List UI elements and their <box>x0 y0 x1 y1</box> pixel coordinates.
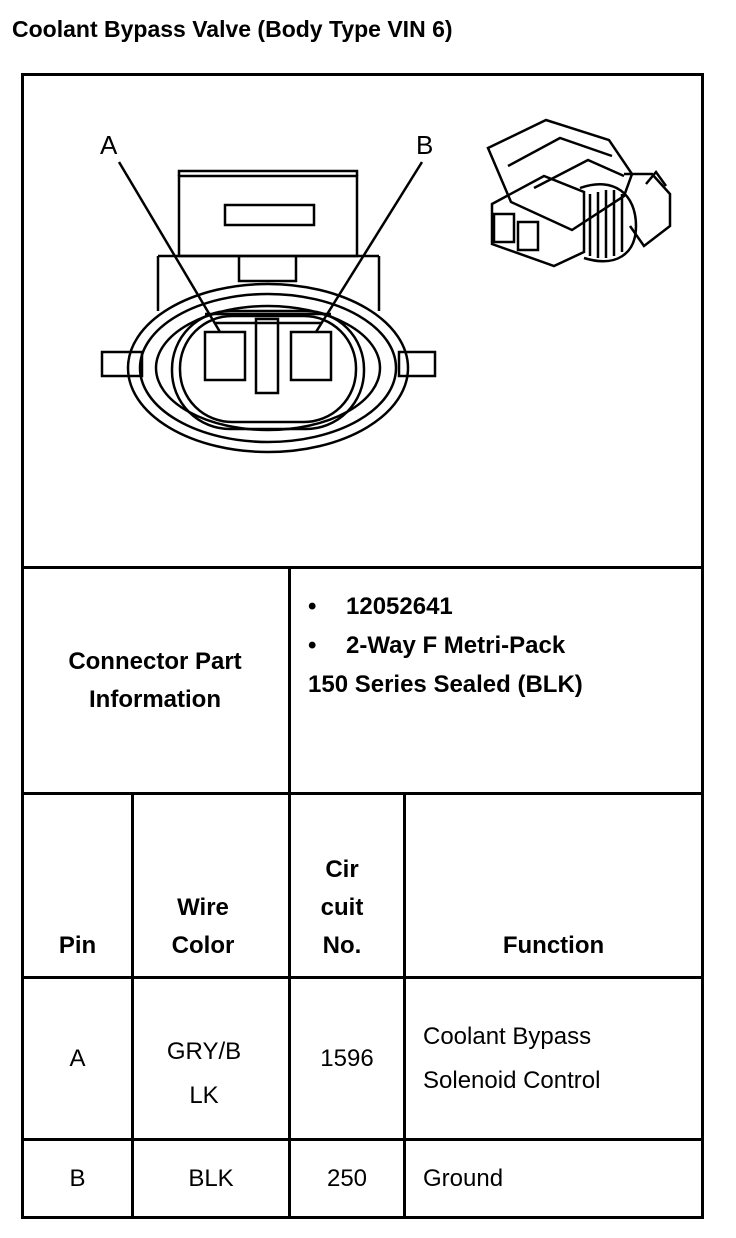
table-row-b-circuit: 250 <box>326 1164 368 1192</box>
divider <box>288 792 291 1219</box>
header-function: Function <box>502 932 605 959</box>
table-row-b-wire-color: BLK <box>188 1164 234 1192</box>
leader-line-b <box>314 161 424 333</box>
divider <box>403 792 406 1219</box>
divider <box>21 792 704 795</box>
divider <box>21 976 704 979</box>
divider <box>21 1216 704 1219</box>
connector-diagram: A B <box>100 118 672 454</box>
connector-heading: Connector Part Information <box>68 647 242 713</box>
divider <box>21 566 704 569</box>
divider <box>21 1138 704 1141</box>
center-key <box>254 317 280 395</box>
terminal-a <box>203 330 247 382</box>
mounting-tab-right <box>397 350 437 378</box>
pin-label-a: A <box>100 130 118 160</box>
table-row-a-pin: A <box>69 1044 86 1072</box>
part-number-item: • 12052641 <box>308 587 583 626</box>
divider <box>131 792 134 1219</box>
connector-type-item: • 2-Way F Metri-Pack <box>308 626 583 665</box>
pin-label-b: B <box>416 130 433 160</box>
mounting-tab-left <box>100 350 144 378</box>
connector-part-info: • 12052641 • 2-Way F Metri-Pack 150 Seri… <box>308 587 583 704</box>
header-circuit-no: Cir cuit No. <box>320 855 364 959</box>
connector-series: 150 Series Sealed (BLK) <box>308 671 583 698</box>
latch-window <box>223 203 316 227</box>
table-row-b-pin: B <box>69 1164 86 1192</box>
page-title: Coolant Bypass Valve (Body Type VIN 6) <box>12 16 453 42</box>
outer-shell <box>126 282 410 454</box>
connector-type: 2-Way F Metri-Pack <box>346 632 566 659</box>
table-row-a-function: Coolant Bypass Solenoid Control <box>423 1023 601 1094</box>
terminal-b <box>289 330 333 382</box>
bullet-icon: • <box>308 632 317 659</box>
header-wire-color: Wire Color <box>171 894 235 959</box>
latch-housing <box>177 174 359 258</box>
connector-table-frame <box>21 73 704 1219</box>
divider <box>288 566 291 795</box>
table-row-b-function: Ground <box>423 1164 504 1192</box>
bullet-icon: • <box>308 593 317 620</box>
connector-illustration <box>486 118 672 268</box>
part-number: 12052641 <box>346 593 453 620</box>
header-pin: Pin <box>58 932 97 959</box>
table-row-a-circuit: 1596 <box>320 1044 374 1072</box>
leader-line-a <box>117 161 222 333</box>
table-row-a-wire-color: GRY/B LK <box>166 1038 242 1109</box>
